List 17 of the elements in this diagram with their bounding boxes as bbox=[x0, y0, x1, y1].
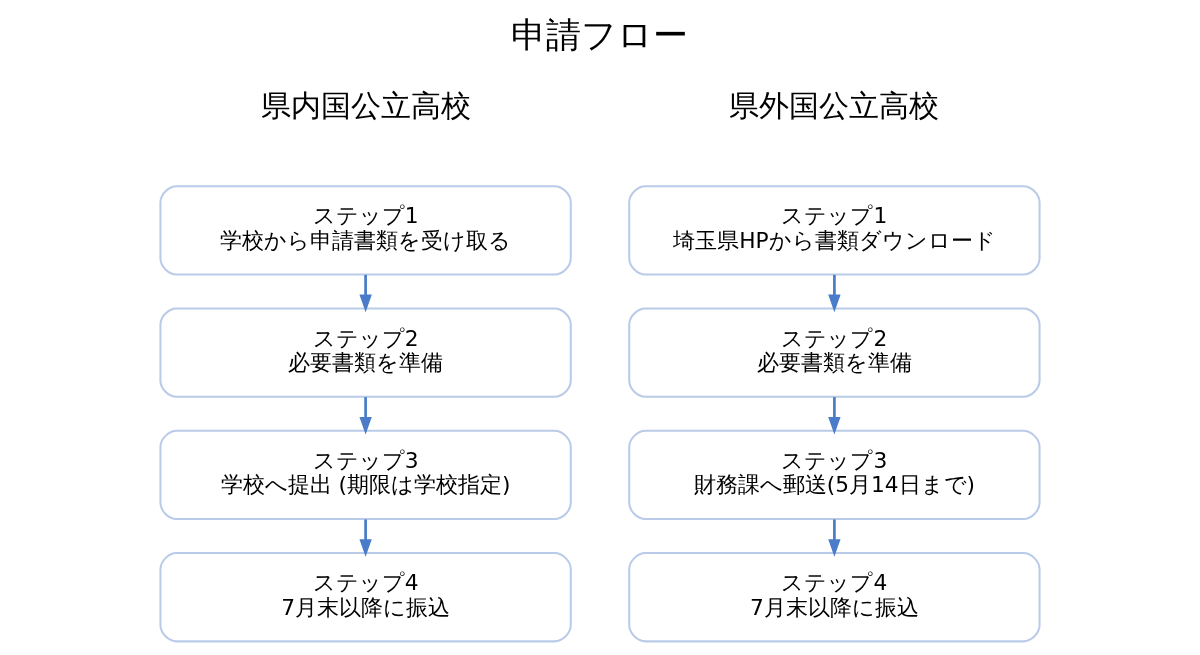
arrow bbox=[828, 519, 841, 557]
node-box: ステップ4 7月末以降に振込 bbox=[628, 552, 1041, 643]
node-box: ステップ1 埼玉県HPから書類ダウンロード bbox=[628, 185, 1041, 276]
diagram-title: 申請フロー bbox=[511, 14, 689, 56]
node-box: ステップ4 7月末以降に振込 bbox=[159, 552, 572, 643]
node-box: ステップ3 学校へ提出 (期限は学校指定) bbox=[159, 429, 572, 521]
node-box: ステップ1 学校から申請書類を受け取る bbox=[159, 185, 572, 276]
arrow bbox=[359, 519, 372, 557]
node-box: ステップ2 必要書類を準備 bbox=[159, 307, 572, 398]
arrow bbox=[359, 397, 372, 435]
arrow bbox=[828, 397, 841, 435]
node-box: ステップ2 必要書類を準備 bbox=[628, 307, 1041, 398]
node-box: ステップ3 財務課へ郵送(5月14日まで) bbox=[628, 429, 1041, 521]
label: 県外国公立高校 bbox=[729, 87, 940, 123]
label: 県内国公立高校 bbox=[260, 87, 471, 123]
arrow bbox=[359, 274, 372, 313]
arrow bbox=[828, 274, 841, 313]
